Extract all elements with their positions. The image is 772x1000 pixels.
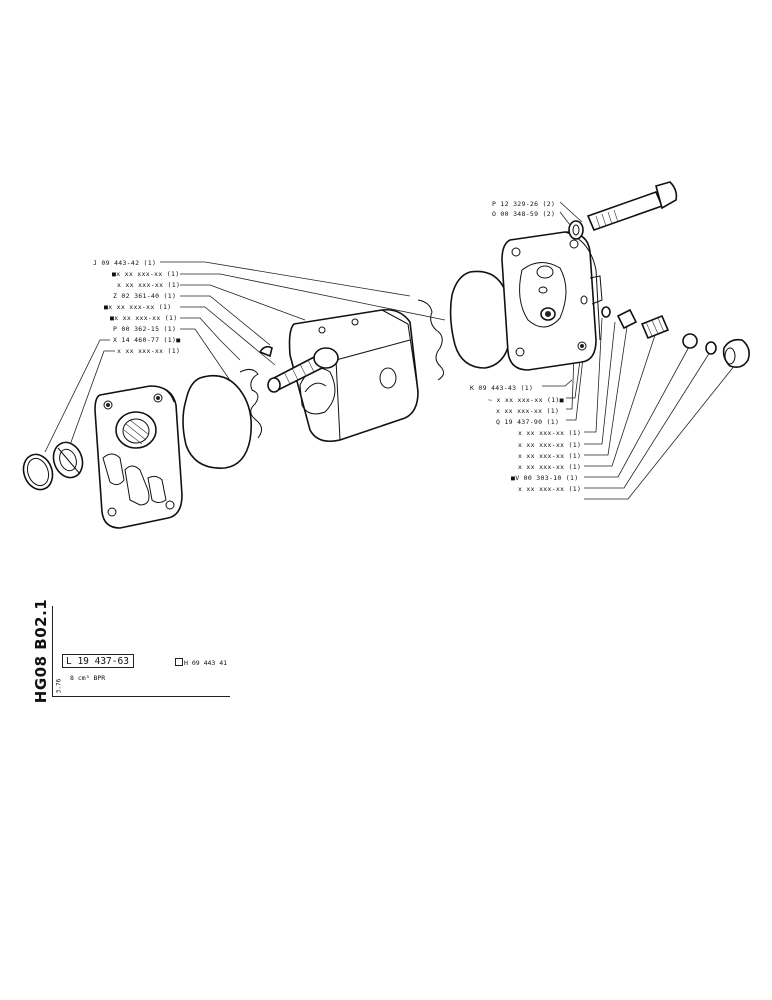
part-label-left: ■x xx xxx-xx (1) (110, 314, 177, 322)
front-cover (94, 385, 183, 529)
title-block: HG08 B02.1 3.76 L 19 437-63 H 09 443 41 … (30, 599, 230, 703)
relief-valve-parts (601, 306, 750, 368)
reference-number: H 09 443 41 (184, 659, 228, 667)
part-label-left: ■x xx xxx-xx (1) (112, 270, 179, 278)
drawing-number: L 19 437-63 (62, 654, 134, 668)
drawing-code-box: HG08 B02.1 (30, 599, 53, 703)
part-label-right: ~ x xx xxx-xx (1)■ (488, 396, 564, 404)
part-label-right: x xx xxx-xx (1) (518, 485, 581, 493)
drawing-code: HG08 B02.1 (32, 598, 50, 704)
pump-body (267, 308, 419, 443)
part-label-left: Z 02 361-40 (1) (113, 292, 176, 300)
reference-number-row: H 09 443 41 (175, 658, 227, 667)
sheet-number-box: 3.76 (55, 676, 63, 696)
part-label-left: x xx xxx-xx (1) (117, 347, 180, 355)
part-label-top-right: P 12 329-26 (2) (492, 200, 555, 208)
sealing-strip-right (417, 299, 444, 381)
part-label-left: X 14 460-77 (1)■ (113, 336, 180, 344)
part-label-right: Q 19 437-90 (1) (496, 418, 559, 426)
top-right-part-labels: P 12 329-26 (2) O 00 348-59 (2) (492, 200, 555, 218)
part-label-right: x xx xxx-xx (1) (496, 407, 559, 415)
spring-washer (568, 220, 584, 240)
part-label-left: J 09 443-42 (1) (93, 259, 156, 267)
sealing-strip-left (239, 368, 262, 439)
title-block-divider (52, 696, 230, 697)
seal-ring (22, 453, 54, 491)
rear-cover (501, 231, 603, 371)
part-label-right: K 09 443-43 (1) (470, 384, 533, 392)
part-label-right: x xx xxx-xx (1) (518, 441, 581, 449)
part-label-right: ■V 00 303-10 (1) (511, 474, 578, 482)
part-label-left: P 00 362-15 (1) (113, 325, 176, 333)
cover-screw (586, 181, 678, 232)
right-part-labels: K 09 443-43 (1) ~ x xx xxx-xx (1)■ x xx … (470, 384, 581, 493)
part-label-top-right: O 00 348-59 (2) (492, 210, 555, 218)
part-label-right: x xx xxx-xx (1) (518, 429, 581, 437)
sheet-number: 3.76 (55, 678, 63, 694)
part-label-left: x xx xxx-xx (1) (117, 281, 180, 289)
right-gasket (449, 270, 513, 369)
reference-checkbox-icon (175, 658, 183, 666)
part-label-right: x xx xxx-xx (1) (518, 463, 581, 471)
part-description: 8 cm³ BPR (70, 674, 106, 682)
left-part-labels: J 09 443-42 (1) ■x xx xxx-xx (1) x xx xx… (93, 259, 180, 355)
shaft-seal (52, 441, 84, 479)
part-label-left: ■x xx xxx-xx (1) (104, 303, 171, 311)
part-label-right: x xx xxx-xx (1) (518, 452, 581, 460)
woodruff-key (258, 345, 273, 358)
left-gasket (182, 374, 253, 469)
